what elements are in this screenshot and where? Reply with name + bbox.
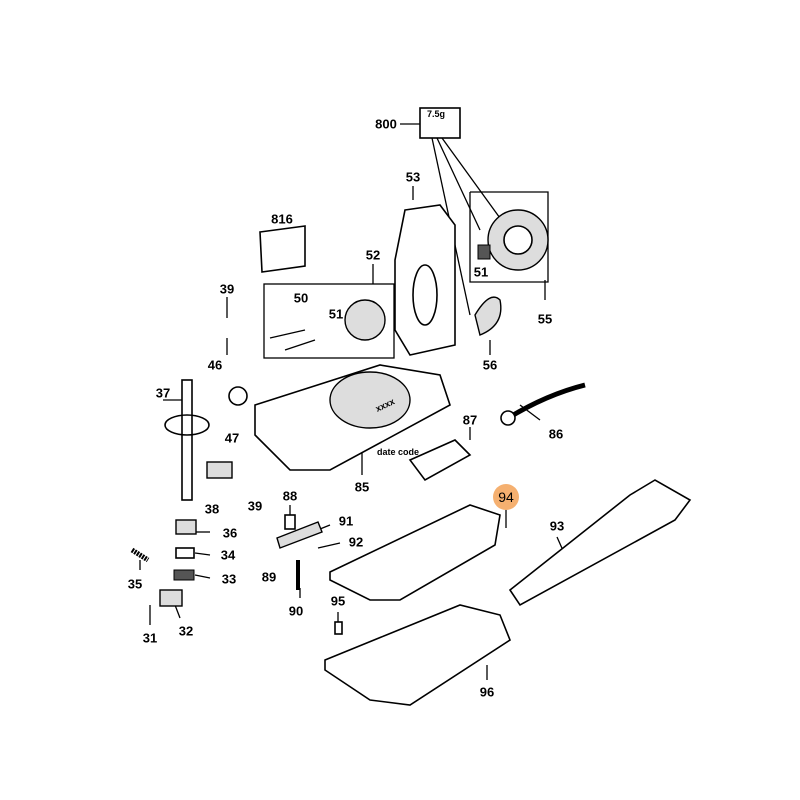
part-34 <box>175 547 195 559</box>
callout-800[interactable]: 800 <box>375 116 397 132</box>
part-95 <box>334 621 343 635</box>
callout-32[interactable]: 32 <box>178 623 194 639</box>
part-37 <box>181 379 193 501</box>
callout-36[interactable]: 36 <box>222 525 238 541</box>
callout-91[interactable]: 91 <box>338 513 354 529</box>
part-52-plate <box>344 299 386 341</box>
callout-33[interactable]: 33 <box>221 571 237 587</box>
part-88 <box>284 514 296 530</box>
callout-92[interactable]: 92 <box>348 534 364 550</box>
part-94-base <box>329 504 501 601</box>
callout-88[interactable]: 88 <box>282 488 298 504</box>
part-33 <box>173 569 195 581</box>
callout-35[interactable]: 35 <box>127 576 143 592</box>
part-89 <box>276 521 323 549</box>
callout-89[interactable]: 89 <box>261 569 277 585</box>
part-32 <box>159 589 183 607</box>
part-93 <box>508 479 692 607</box>
callout-86[interactable]: 86 <box>548 426 564 442</box>
callout-37[interactable]: 37 <box>155 385 171 401</box>
callout-94-highlighted[interactable]: 94 <box>493 484 519 510</box>
callout-39[interactable]: 39 <box>219 281 235 297</box>
part-87 <box>408 439 472 482</box>
callout-51-gear[interactable]: 51 <box>473 264 489 280</box>
part-36 <box>175 519 197 535</box>
callout-47[interactable]: 47 <box>224 430 240 446</box>
callout-55[interactable]: 55 <box>537 311 553 327</box>
part-55-box <box>469 191 549 283</box>
part-38 <box>206 461 233 479</box>
callout-52[interactable]: 52 <box>365 247 381 263</box>
callout-38[interactable]: 38 <box>204 501 220 517</box>
callout-87[interactable]: 87 <box>462 412 478 428</box>
part-52-box <box>263 283 395 359</box>
part-47 <box>228 386 248 406</box>
part-816-label <box>259 225 306 273</box>
callout-95[interactable]: 95 <box>330 593 346 609</box>
callout-50[interactable]: 50 <box>293 290 309 306</box>
callout-51[interactable]: 51 <box>328 306 344 322</box>
callout-93[interactable]: 93 <box>549 518 565 534</box>
callout-39b[interactable]: 39 <box>247 498 263 514</box>
callout-90[interactable]: 90 <box>288 603 304 619</box>
part-35-spring <box>130 547 150 563</box>
part-56 <box>474 296 502 336</box>
part-86 <box>503 382 586 423</box>
callout-46[interactable]: 46 <box>207 357 223 373</box>
part-96-shoe <box>324 604 511 706</box>
callout-53[interactable]: 53 <box>405 169 421 185</box>
callout-31[interactable]: 31 <box>142 630 158 646</box>
grease-box <box>419 107 461 139</box>
callout-34[interactable]: 34 <box>220 547 236 563</box>
callout-56[interactable]: 56 <box>482 357 498 373</box>
callout-85[interactable]: 85 <box>354 479 370 495</box>
callout-96[interactable]: 96 <box>479 684 495 700</box>
date-code-label: date code <box>376 447 420 457</box>
callout-816[interactable]: 816 <box>271 211 293 227</box>
grease-amount: 7.5g <box>426 109 446 119</box>
